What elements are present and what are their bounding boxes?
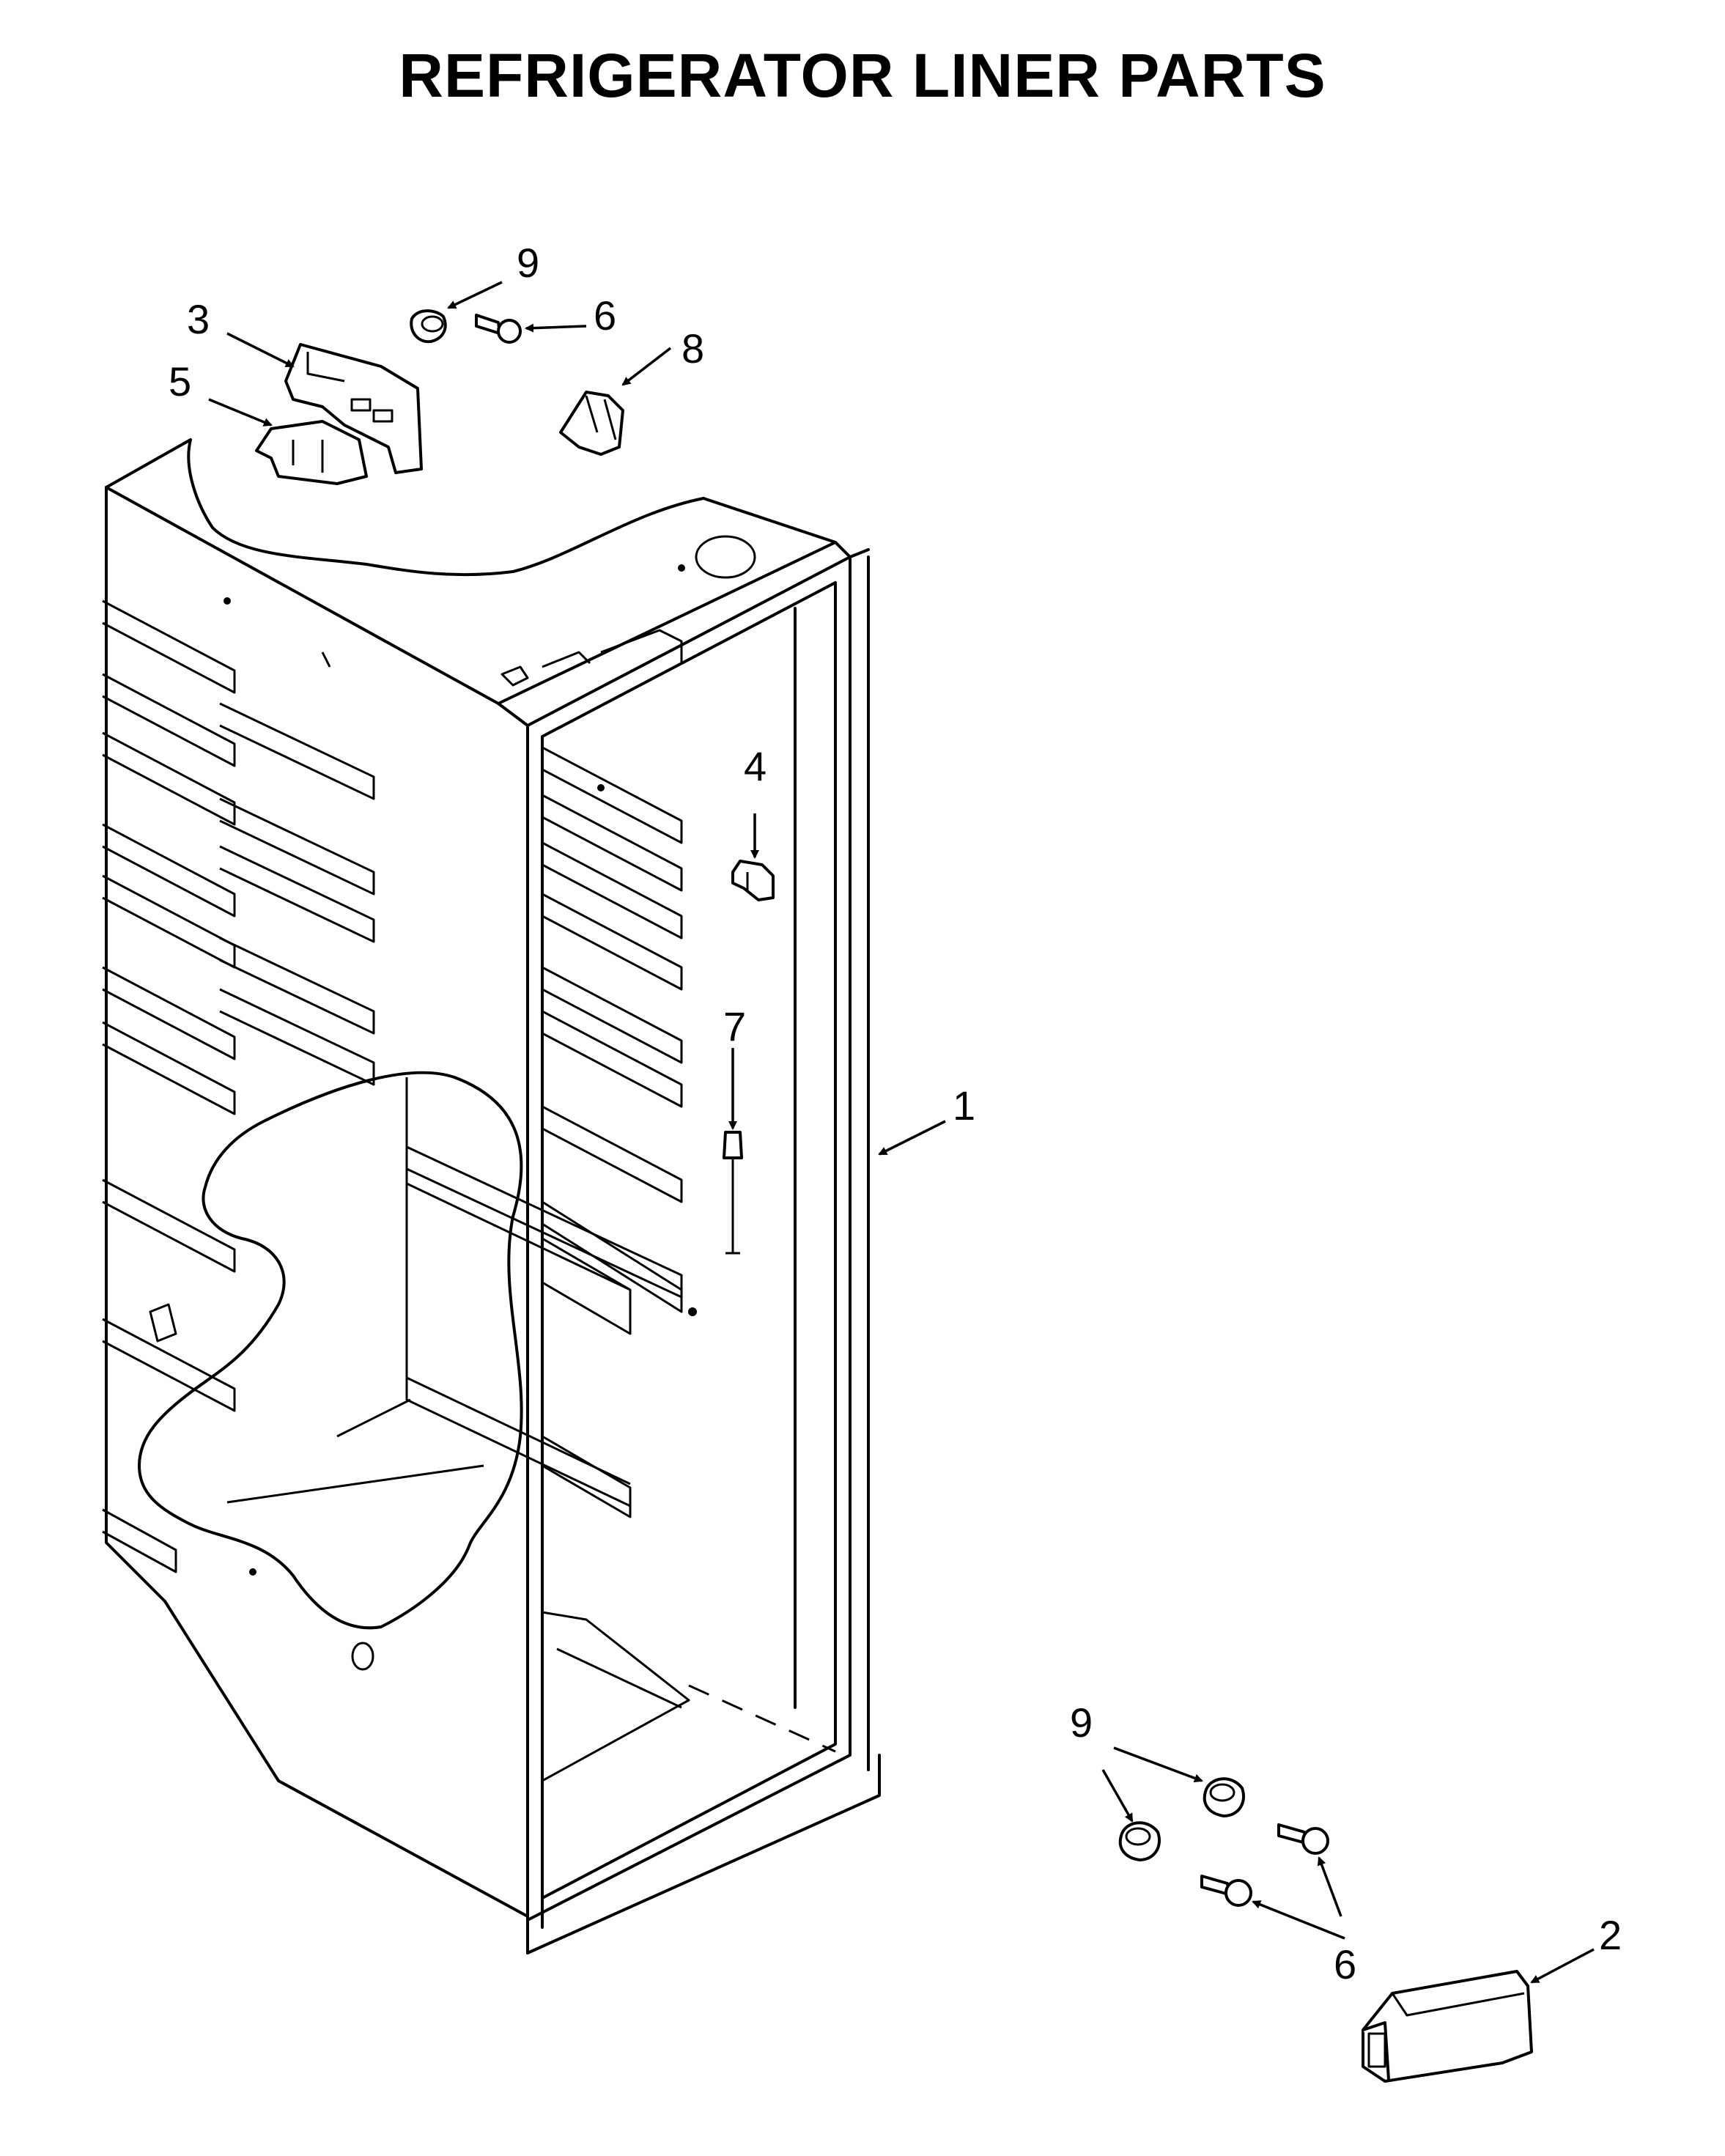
top-vents — [500, 535, 756, 687]
arrow-6-top — [525, 323, 587, 333]
plug-part-top — [410, 309, 447, 344]
refrigerator-liner — [102, 438, 881, 1954]
plug-parts-bottom — [1118, 1777, 1245, 1861]
bracket-part — [559, 391, 624, 456]
connector-part — [255, 420, 368, 485]
callout-8: 8 — [681, 325, 704, 372]
shelf-ribs-left — [102, 599, 375, 1573]
callout-7: 7 — [723, 1003, 746, 1049]
arrow-9-bottom-b — [1101, 1769, 1134, 1823]
arrow-3 — [226, 332, 295, 368]
callout-2: 2 — [1599, 1912, 1622, 1958]
screw-parts-bottom — [1200, 1823, 1329, 1907]
arrow-6-bottom-a — [1252, 1900, 1345, 1940]
callout-3: 3 — [187, 296, 210, 342]
callout-5: 5 — [169, 358, 191, 405]
screw-part-top — [475, 314, 522, 344]
callout-6-bottom: 6 — [1334, 1941, 1356, 1987]
control-housing-part — [284, 343, 423, 474]
callout-arrows — [208, 281, 1595, 1984]
duct-part — [1362, 1970, 1533, 2083]
arrow-2 — [1530, 1948, 1595, 1984]
arrow-6-bottom-b — [1317, 1856, 1342, 1917]
callout-9-top: 9 — [517, 240, 539, 286]
arrow-5 — [208, 398, 273, 427]
cutaway-opening — [138, 1071, 523, 1630]
shelf-rails-right — [405, 746, 683, 1518]
arrow-8 — [621, 347, 672, 386]
clip-part — [731, 860, 775, 901]
diagram-title: REFRIGERATOR LINER PARTS — [399, 41, 1326, 110]
callout-labels: 1 2 3 4 5 6 6 7 8 9 9 — [169, 240, 1622, 1987]
callout-4: 4 — [744, 743, 767, 789]
callout-9-bottom: 9 — [1070, 1699, 1093, 1746]
callout-6-top: 6 — [594, 292, 616, 339]
arrow-1 — [878, 1120, 946, 1156]
arrow-9-top — [447, 281, 503, 309]
arrow-9-bottom-a — [1113, 1746, 1203, 1783]
callout-1: 1 — [953, 1082, 975, 1129]
sensor-part — [723, 1131, 743, 1255]
